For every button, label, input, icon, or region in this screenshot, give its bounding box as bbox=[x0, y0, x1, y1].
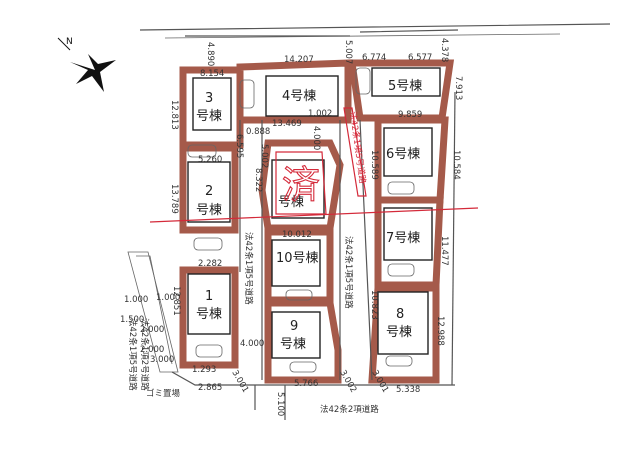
dimension-label: 2.282 bbox=[198, 259, 222, 269]
dimension-label: 4.000 bbox=[240, 339, 264, 349]
lot-4-label: 4号棟 bbox=[282, 89, 316, 104]
dimension-label: 11.477 bbox=[439, 236, 449, 266]
dimension-label: 0.888 bbox=[246, 127, 270, 137]
lot-8-number: 8 bbox=[396, 307, 404, 322]
lot-3-number: 3 bbox=[205, 91, 213, 106]
lot-2-number: 2 bbox=[205, 184, 213, 199]
svg-text:N: N bbox=[66, 37, 73, 47]
dimension-label: 7.913 bbox=[453, 76, 463, 100]
buildings bbox=[187, 67, 441, 359]
dimension-label: 4.890 bbox=[205, 42, 215, 66]
lot-9-suffix: 号棟 bbox=[280, 337, 306, 352]
dimension-label: 5.338 bbox=[396, 385, 420, 395]
dimension-label: 5.007 bbox=[343, 40, 353, 64]
dimension-label: 10.012 bbox=[282, 230, 312, 240]
parking-space-icon bbox=[187, 67, 415, 373]
dimension-label: 5.002 bbox=[259, 144, 269, 168]
lot-11-suffix: 号棟 bbox=[278, 195, 304, 210]
dimension-label: 8.154 bbox=[200, 69, 224, 79]
dimension-label: 1.500 bbox=[120, 315, 144, 325]
road-label-left-a: 法42条1項5号道路 bbox=[127, 318, 138, 391]
dimension-label: 2.000 bbox=[140, 325, 164, 335]
dimension-label: 1.000 bbox=[124, 295, 148, 305]
dimension-label: 4.000 bbox=[311, 126, 321, 150]
dimension-label: 1.002 bbox=[308, 109, 332, 119]
dimension-label: 3.000 bbox=[150, 355, 174, 365]
lot-1-number: 1 bbox=[205, 289, 213, 304]
dimension-label: 6.595 bbox=[234, 134, 244, 158]
lot-1-suffix: 号棟 bbox=[196, 307, 222, 322]
lot-6-label: 6号棟 bbox=[386, 147, 420, 162]
dimension-label: 13.469 bbox=[272, 119, 302, 129]
dimension-label: 1.293 bbox=[192, 365, 216, 375]
dimension-label: 10.823 bbox=[369, 290, 379, 320]
road-label-left-b: 法42条1項2号道路 bbox=[139, 318, 150, 391]
dimension-label: 6.774 bbox=[362, 53, 386, 63]
lot-9-number: 9 bbox=[290, 319, 298, 334]
dimension-label: 5.100 bbox=[275, 392, 285, 416]
sold-stamp: 済 bbox=[282, 163, 320, 207]
road-label-center-right: 法42条1項5号道路 bbox=[343, 236, 354, 309]
dimension-label: 10.589 bbox=[369, 150, 379, 180]
dimension-label: 13.789 bbox=[169, 184, 179, 214]
lot-2-suffix: 号棟 bbox=[196, 203, 222, 218]
lot-8-suffix: 号棟 bbox=[386, 325, 412, 340]
dimension-label: 10.584 bbox=[451, 150, 461, 180]
dimension-label: 5.766 bbox=[294, 379, 318, 389]
dimension-label: 9.859 bbox=[398, 110, 422, 120]
lot-5-label: 5号棟 bbox=[388, 79, 422, 94]
dimension-label: 8.322 bbox=[253, 168, 263, 192]
dimension-label: 3.001 bbox=[229, 369, 250, 395]
dimension-label: 12.988 bbox=[435, 316, 445, 346]
dimension-label: 5.260 bbox=[198, 155, 222, 165]
north-arrow-icon: N bbox=[57, 37, 116, 92]
dimension-label: 2.000 bbox=[140, 345, 164, 355]
dimension-label: 2.865 bbox=[198, 383, 222, 393]
lot-10-label: 10号棟 bbox=[276, 251, 319, 266]
dimension-label: 1.000 bbox=[156, 293, 180, 303]
dimension-label: 4.378 bbox=[439, 38, 449, 62]
lot-3-suffix: 号棟 bbox=[196, 109, 222, 124]
road-label-center-left: 法42条1項5号道路 bbox=[243, 232, 254, 305]
dimension-label: 12.813 bbox=[169, 100, 179, 130]
dimension-label: 12.851 bbox=[171, 286, 181, 316]
dimension-label: 6.577 bbox=[408, 53, 432, 63]
road-label-bottom: 法42条2項道路 bbox=[320, 404, 379, 415]
garbage-label: ゴミ置場 bbox=[146, 388, 181, 399]
lot-7-label: 7号棟 bbox=[386, 231, 420, 246]
dimension-label: 14.207 bbox=[284, 55, 314, 65]
